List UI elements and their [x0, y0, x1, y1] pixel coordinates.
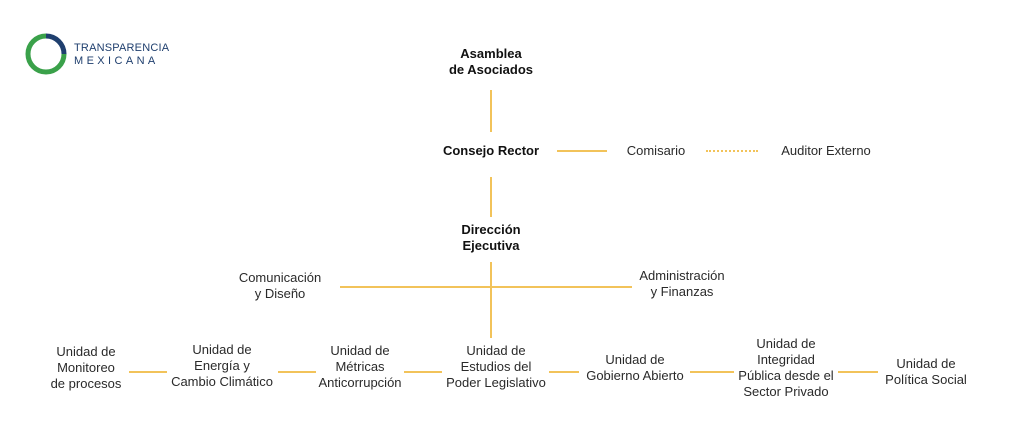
- node-integridad-line3: Pública desde el: [738, 368, 834, 383]
- connector-monitoreo-energia: [129, 371, 167, 373]
- node-asamblea: Asamblea de Asociados: [431, 46, 551, 78]
- connector-gobierno-integridad: [690, 371, 734, 373]
- node-monitoreo-line1: Unidad de: [56, 344, 116, 359]
- node-politica-line2: Política Social: [885, 372, 967, 387]
- connector-energia-metricas: [278, 371, 316, 373]
- node-auditor-externo: Auditor Externo: [764, 143, 888, 159]
- node-monitoreo-line2: Monitoreo: [57, 360, 115, 375]
- node-auditor-line1: Auditor Externo: [781, 143, 871, 158]
- node-administracion-finanzas: Administración y Finanzas: [622, 268, 742, 300]
- node-direccion-line1: Dirección: [461, 222, 521, 237]
- node-direccion-ejecutiva: Dirección Ejecutiva: [431, 222, 551, 254]
- logo-text-line1: TRANSPARENCIA: [74, 42, 170, 54]
- connector-consejo-direccion: [490, 177, 492, 217]
- connector-staff-horizontal: [340, 286, 632, 288]
- node-administracion-line2: y Finanzas: [650, 284, 714, 299]
- node-gobierno-line1: Unidad de: [605, 352, 665, 367]
- node-consejo-line1: Consejo Rector: [442, 143, 540, 158]
- transparencia-mexicana-logo: TRANSPARENCIA MEXICANA: [24, 33, 184, 75]
- node-metricas-line2: Métricas: [335, 359, 385, 374]
- node-consejo-rector: Consejo Rector: [431, 143, 551, 159]
- node-comisario-line1: Comisario: [626, 143, 686, 158]
- node-politica-line1: Unidad de: [896, 356, 956, 371]
- connector-integridad-politica: [838, 371, 878, 373]
- connector-asamblea-consejo: [490, 90, 492, 132]
- connector-legislativo-gobierno: [549, 371, 579, 373]
- node-unidad-politica-social: Unidad de Política Social: [872, 356, 980, 388]
- node-comunicacion-line2: y Diseño: [254, 286, 306, 301]
- node-energia-line3: Cambio Climático: [171, 374, 273, 389]
- node-integridad-line1: Unidad de: [756, 336, 816, 351]
- node-comunicacion-diseno: Comunicación y Diseño: [220, 270, 340, 302]
- node-monitoreo-line3: de procesos: [50, 376, 122, 391]
- connector-direccion-units: [490, 262, 492, 338]
- node-metricas-line1: Unidad de: [330, 343, 390, 358]
- node-unidad-metricas: Unidad de Métricas Anticorrupción: [310, 343, 410, 391]
- node-comisario: Comisario: [612, 143, 700, 159]
- node-metricas-line3: Anticorrupción: [318, 375, 402, 390]
- node-unidad-gobierno: Unidad de Gobierno Abierto: [574, 352, 696, 384]
- node-integridad-line4: Sector Privado: [743, 384, 829, 399]
- node-unidad-integridad: Unidad de Integridad Pública desde el Se…: [726, 336, 846, 400]
- node-unidad-monitoreo: Unidad de Monitoreo de procesos: [36, 344, 136, 392]
- node-gobierno-line2: Gobierno Abierto: [586, 368, 684, 383]
- node-unidad-energia: Unidad de Energía y Cambio Climático: [162, 342, 282, 390]
- connector-consejo-comisario: [557, 150, 607, 152]
- logo-ring-icon: [25, 33, 67, 75]
- node-comunicacion-line1: Comunicación: [238, 270, 322, 285]
- node-administracion-line1: Administración: [639, 268, 725, 283]
- node-legislativo-line1: Unidad de: [466, 343, 526, 358]
- logo-text-line2: MEXICANA: [74, 55, 159, 67]
- node-asamblea-line2: de Asociados: [448, 62, 534, 77]
- node-unidad-legislativo: Unidad de Estudios del Poder Legislativo: [436, 343, 556, 391]
- connector-comisario-auditor: [706, 150, 758, 152]
- node-integridad-line2: Integridad: [757, 352, 815, 367]
- node-direccion-line2: Ejecutiva: [462, 238, 520, 253]
- node-legislativo-line3: Poder Legislativo: [446, 375, 546, 390]
- node-asamblea-line1: Asamblea: [460, 46, 522, 61]
- node-energia-line2: Energía y: [194, 358, 250, 373]
- connector-metricas-legislativo: [404, 371, 442, 373]
- node-legislativo-line2: Estudios del: [460, 359, 532, 374]
- node-energia-line1: Unidad de: [192, 342, 252, 357]
